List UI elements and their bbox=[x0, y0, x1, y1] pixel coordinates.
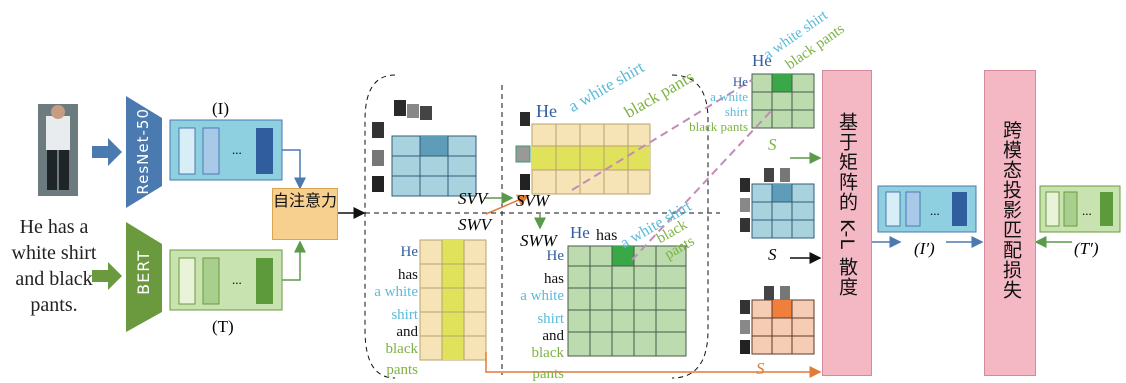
sii-matrix bbox=[751, 183, 815, 239]
sww-matrix bbox=[567, 245, 687, 357]
swv-matrix bbox=[419, 239, 487, 361]
swv-word-black: black bbox=[385, 341, 418, 357]
sii-im-word-column: He a white shirt black pants bbox=[666, 74, 748, 134]
resnet-label: ResNet-50 bbox=[134, 108, 152, 195]
input-arrow-text bbox=[92, 262, 122, 290]
svw-word-he: He bbox=[536, 101, 557, 121]
swv-word-a-white: a white bbox=[374, 284, 418, 300]
sii-im-word-shirt: shirt bbox=[724, 104, 748, 119]
sww-word-he: He bbox=[546, 248, 565, 264]
kl-divergence-label: 基于矩阵的 K-L 散度 bbox=[836, 112, 858, 297]
swv-word-he: He bbox=[400, 244, 419, 260]
input-arrow-image bbox=[92, 138, 122, 166]
i-prime-ellipsis: ... bbox=[930, 203, 940, 218]
svw-label: SVW bbox=[516, 191, 550, 210]
swv-word-column: He has a white shirt and black pants bbox=[364, 244, 418, 379]
svv-matrix bbox=[391, 135, 477, 197]
swv-word-shirt: shirt bbox=[391, 307, 418, 323]
sii-cm-matrix bbox=[751, 299, 815, 355]
sww-word-column: He has a white shirt and black pants bbox=[510, 248, 564, 383]
sww-word-black: black bbox=[531, 345, 564, 361]
sww-word-shirt: shirt bbox=[537, 311, 564, 327]
sww-word-pants: pants bbox=[532, 366, 564, 382]
svw-matrix bbox=[531, 123, 651, 195]
self-attention-label: 自注意力 bbox=[273, 191, 338, 210]
sww-word-and: and bbox=[542, 328, 564, 344]
resnet-encoder bbox=[126, 96, 162, 208]
svv-label: SVV bbox=[458, 189, 488, 208]
swv-word-and: and bbox=[396, 324, 418, 340]
sii-label: S bbox=[768, 245, 777, 264]
sww-word-a-white: a white bbox=[520, 288, 564, 304]
t-prime-ellipsis: ... bbox=[1082, 203, 1092, 218]
caption-line-2: white shirt bbox=[11, 242, 97, 264]
text-feature-ellipsis: ... bbox=[232, 272, 242, 287]
i-prime-label: (I′) bbox=[914, 239, 935, 258]
sww-top-has: has bbox=[596, 227, 618, 244]
cmpm-loss-box bbox=[984, 70, 1036, 376]
caption-line-3: and black bbox=[15, 268, 93, 290]
swv-word-has: has bbox=[398, 267, 418, 283]
swv-label: SWV bbox=[458, 215, 492, 234]
sww-label: SWW bbox=[520, 231, 557, 250]
caption-line-1: He has a bbox=[19, 216, 89, 238]
self-attention-block: 自注意力 bbox=[272, 188, 338, 240]
text-feature-label: (T) bbox=[212, 317, 234, 336]
input-caption: He has a white shirt and black pants. bbox=[4, 214, 104, 318]
sii-im-word-he: He bbox=[732, 74, 748, 89]
svv-image-patches bbox=[372, 100, 432, 192]
kl-divergence-box bbox=[822, 70, 872, 376]
t-prime-label: (T′) bbox=[1074, 239, 1099, 258]
sii-im-top-he: He bbox=[752, 51, 772, 70]
sii-im-word-black-pants: black pants bbox=[689, 119, 748, 134]
sii-im-word-a-white: a white bbox=[710, 89, 748, 104]
cmpm-loss-label: 跨模态投影匹配损失 bbox=[1000, 120, 1022, 300]
bert-encoder bbox=[126, 222, 162, 332]
sii-im-matrix bbox=[751, 73, 815, 129]
sww-word-has: has bbox=[544, 271, 564, 287]
swv-word-pants: pants bbox=[386, 362, 418, 378]
image-feature-label: (I) bbox=[212, 99, 229, 118]
sww-top-he: He bbox=[570, 223, 590, 242]
caption-line-4: pants. bbox=[30, 294, 78, 316]
sii-im-label: S bbox=[768, 135, 777, 154]
image-feature-ellipsis: ... bbox=[232, 142, 242, 157]
person-photo bbox=[38, 104, 78, 196]
bert-label: BERT bbox=[134, 250, 153, 295]
sii-cm-label: S bbox=[756, 359, 765, 378]
